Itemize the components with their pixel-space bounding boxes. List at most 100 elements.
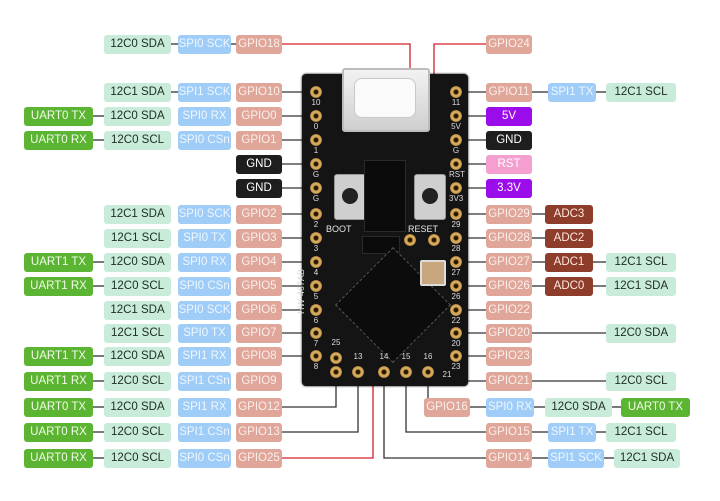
pin-pad [310,182,322,194]
i2c-label: 12C1 SDA [104,300,171,320]
uart-label: UART0 TX [621,397,690,417]
uart-label: UART0 RX [24,130,93,150]
pin-number: 1 [313,146,319,155]
usb-c-connector [342,68,430,132]
pin-number: 21 [442,370,452,379]
boot-button [334,174,366,220]
i2c-label: 12C0 SCL [104,130,171,150]
pin-pad [450,182,462,194]
spi-label: SPI1 TX [548,82,596,102]
pin-pad [428,234,440,246]
spi-label: SPI1 CSn [178,422,231,442]
usb-c-port [354,78,416,118]
pin-pad [450,208,462,220]
spi-label: SPI0 RX [486,397,534,417]
pin-pad [450,86,462,98]
crystal [420,260,446,286]
gpio-label: GPIO10 [236,82,282,102]
spi-label: SPI0 RX [178,106,231,126]
spi-label: SPI0 TX [178,323,231,343]
pin-pad [404,234,416,246]
i2c-label: 12C0 SCL [104,371,171,391]
gpio-label: GPIO29 [486,204,532,224]
spi-label: SPI0 RX [178,252,231,272]
i2c-label: 12C0 SCL [104,422,171,442]
pin-pad [450,256,462,268]
gpio-label: GPIO14 [486,448,532,468]
gpio-label: GPIO22 [486,300,532,320]
i2c-label: 12C1 SDA [104,82,171,102]
pin-number: 11 [451,98,461,107]
i2c-label: 12C0 SDA [104,34,171,54]
pin-pad [310,280,322,292]
adc-label: ADC3 [545,204,593,224]
pin-number: 0 [313,122,319,131]
gpio-label: GPIO21 [486,371,532,391]
pin-number: 26 [451,292,461,301]
pin-pad [330,366,342,378]
pin-pad [422,366,434,378]
gnd-label: GND [486,130,532,150]
pin-number: 23 [451,362,461,371]
pin-number: 29 [451,220,461,229]
i2c-label: 12C0 SDA [104,106,171,126]
i2c-label: 12C1 SCL [606,82,676,102]
uart-label: UART1 TX [24,346,93,366]
rst-label: RST [486,154,532,174]
gpio-label: GPIO23 [486,346,532,366]
pin-pad [310,86,322,98]
pin-pad [310,256,322,268]
spi-label: SPI0 CSn [178,276,231,296]
pin-pad [450,327,462,339]
gpio-label: GPIO3 [236,228,282,248]
spi-label: SPI1 SCK [548,448,604,468]
gpio13-wire [282,372,359,433]
pin-pad [450,232,462,244]
spi-label: SPI0 SCK [178,34,231,54]
pin-number: 7 [313,339,319,348]
spi-label: SPI1 SCK [178,82,231,102]
spi-label: SPI1 CSn [178,371,231,391]
uart-label: UART0 TX [24,106,93,126]
i2c-label: 12C1 SDA [614,448,680,468]
i2c-label: 12C1 SCL [606,422,676,442]
reset-button [414,174,446,220]
spi-label: SPI1 TX [548,422,596,442]
pin-number: 6 [313,316,319,325]
adc-label: ADC1 [545,252,593,272]
pin-pad [310,110,322,122]
pin-number: 25 [331,338,341,347]
pin-pad [450,350,462,362]
pin-number: 15 [401,352,411,361]
model-silkscreen: HW-467AB [296,269,306,314]
uart-label: UART1 RX [24,371,93,391]
gnd-label: GND [236,154,282,174]
gpio-label: GPIO28 [486,228,532,248]
pin-pad [330,352,342,364]
gpio-label: GPIO0 [236,106,282,126]
i2c-label: 12C0 SDA [104,252,171,272]
i2c-label: 12C0 SDA [104,346,171,366]
i2c-label: 12C0 SDA [545,397,612,417]
spi-label: SPI0 SCK [178,300,231,320]
pin-pad [310,208,322,220]
gpio-label: GPIO25 [236,448,282,468]
pin-pad [310,134,322,146]
pin-number: 4 [313,268,319,277]
pin-pad [450,158,462,170]
boot-silkscreen: BOOT [326,224,352,234]
pin-pad [450,280,462,292]
spi-label: SPI1 RX [178,397,231,417]
gpio-label: GPIO24 [486,34,532,54]
gpio-label: GPIO11 [486,82,532,102]
pin-pad [310,304,322,316]
pin-pad [310,350,322,362]
i2c-label: 12C1 SDA [606,276,676,296]
gpio-label: GPIO20 [486,323,532,343]
pin-number: 13 [353,352,363,361]
uart-label: UART0 RX [24,422,93,442]
spi-label: SPI1 RX [178,346,231,366]
gpio-label: GPIO15 [486,422,532,442]
i2c-label: 12C0 SCL [606,371,676,391]
gpio15-wire [405,372,486,433]
